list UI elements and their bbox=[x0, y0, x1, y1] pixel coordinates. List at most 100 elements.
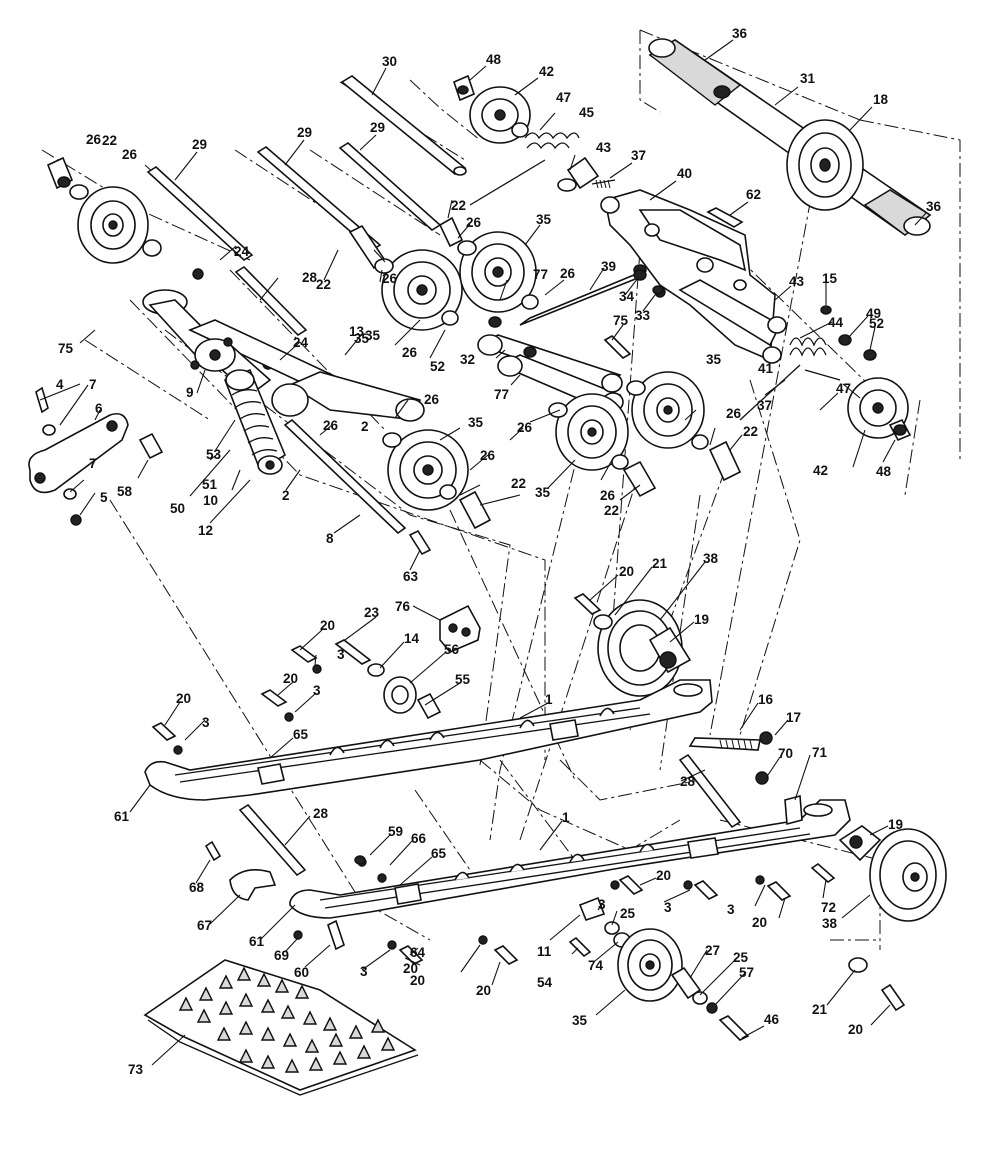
callout: 39 bbox=[601, 259, 616, 274]
slide-67 bbox=[204, 840, 366, 901]
callout: 29 bbox=[297, 125, 312, 140]
callout: 10 bbox=[203, 493, 218, 508]
callout: 20 bbox=[176, 691, 191, 706]
callout: 31 bbox=[800, 71, 816, 86]
callout: 44 bbox=[828, 315, 844, 330]
callout: 64 bbox=[410, 945, 426, 960]
wheel-35-lower-right bbox=[626, 371, 742, 482]
callout: 26 bbox=[466, 215, 482, 230]
callout: 72 bbox=[821, 900, 836, 915]
callout: 47 bbox=[556, 90, 571, 105]
callout: 38 bbox=[822, 916, 838, 931]
callout: 20 bbox=[410, 973, 425, 988]
callout: 28 bbox=[313, 806, 329, 821]
callout: 73 bbox=[128, 1062, 144, 1077]
callout: 37 bbox=[631, 148, 646, 163]
rail-1-lower bbox=[289, 794, 851, 919]
callout: 26 bbox=[402, 345, 418, 360]
wheel-56 bbox=[334, 639, 442, 720]
shaft-30 bbox=[340, 75, 467, 176]
callout: 17 bbox=[786, 710, 801, 725]
shock-absorber-10 bbox=[223, 368, 287, 475]
callout: 20 bbox=[848, 1022, 863, 1037]
callout: 3 bbox=[202, 715, 210, 730]
callout: 70 bbox=[778, 746, 793, 761]
callout: 34 bbox=[619, 289, 635, 304]
callout: 36 bbox=[732, 26, 748, 41]
callout: 75 bbox=[613, 313, 629, 328]
cap-43-top bbox=[557, 156, 616, 192]
callout: 41 bbox=[758, 361, 774, 376]
callout: 35 bbox=[354, 331, 370, 346]
lower-bolts bbox=[293, 857, 836, 965]
link-6 bbox=[28, 386, 164, 526]
callout: 45 bbox=[579, 105, 595, 120]
callout: 1 bbox=[562, 810, 570, 825]
callout: 26 bbox=[726, 406, 742, 421]
callout: 16 bbox=[758, 692, 774, 707]
callout: 42 bbox=[539, 64, 554, 79]
bracket-76 bbox=[439, 604, 481, 653]
callout: 56 bbox=[444, 642, 460, 657]
callout: 1 bbox=[545, 692, 553, 707]
callout: 23 bbox=[364, 605, 380, 620]
callout: 3 bbox=[664, 900, 672, 915]
callout: 21 bbox=[812, 1002, 828, 1017]
callout: 8 bbox=[326, 531, 334, 546]
callout: 24 bbox=[293, 335, 309, 350]
callout: 22 bbox=[316, 277, 331, 292]
shaft-8 bbox=[283, 418, 432, 556]
callout: 35 bbox=[535, 485, 551, 500]
rail-1-upper bbox=[144, 679, 713, 801]
callout: 48 bbox=[486, 52, 502, 67]
callout: 3 bbox=[727, 902, 735, 917]
callout: 26 bbox=[517, 420, 533, 435]
callout: 51 bbox=[202, 477, 218, 492]
part-shapes bbox=[28, 38, 947, 1096]
wheel-35-left bbox=[46, 156, 162, 264]
bolt-16 bbox=[688, 731, 773, 785]
callout: 3 bbox=[313, 683, 321, 698]
callout: 25 bbox=[620, 906, 636, 921]
callout: 77 bbox=[494, 387, 509, 402]
callout: 20 bbox=[403, 961, 418, 976]
callout: 36 bbox=[926, 199, 942, 214]
callout: 29 bbox=[192, 137, 207, 152]
callout: 42 bbox=[813, 463, 828, 478]
callout: 47 bbox=[836, 381, 851, 396]
callout: 54 bbox=[537, 975, 553, 990]
callout: 43 bbox=[789, 274, 805, 289]
callout: 52 bbox=[869, 316, 884, 331]
callout: 40 bbox=[677, 166, 692, 181]
callout: 20 bbox=[320, 618, 335, 633]
wear-pad-bumps bbox=[178, 966, 396, 1073]
callout: 35 bbox=[536, 212, 552, 227]
callout: 15 bbox=[822, 271, 838, 286]
callout: 63 bbox=[403, 569, 419, 584]
callout: 14 bbox=[404, 631, 420, 646]
wheel-35-bottom bbox=[617, 928, 750, 1041]
bolt-62 bbox=[706, 207, 744, 228]
callout: 35 bbox=[572, 1013, 588, 1028]
callout: 20 bbox=[656, 868, 671, 883]
front-arm-13 bbox=[142, 289, 425, 422]
upper-arm-40 bbox=[600, 189, 787, 364]
callout: 20 bbox=[476, 983, 491, 998]
shafts-28 bbox=[234, 265, 742, 877]
callout: 48 bbox=[876, 464, 892, 479]
callout: 46 bbox=[764, 1012, 780, 1027]
callout: 26 bbox=[323, 418, 339, 433]
callout: 28 bbox=[680, 774, 696, 789]
callout: 49 bbox=[866, 306, 881, 321]
callout: 20 bbox=[752, 915, 767, 930]
callout: 3 bbox=[598, 897, 606, 912]
wear-pad-73 bbox=[143, 959, 419, 1096]
wheel-35-center-a bbox=[374, 249, 463, 331]
callout: 28 bbox=[302, 270, 318, 285]
callout: 43 bbox=[596, 140, 612, 155]
callout: 22 bbox=[604, 503, 619, 518]
callout: 29 bbox=[370, 120, 385, 135]
callout: 26 bbox=[86, 132, 102, 147]
callout: 67 bbox=[197, 918, 212, 933]
callout: 26 bbox=[382, 271, 398, 286]
